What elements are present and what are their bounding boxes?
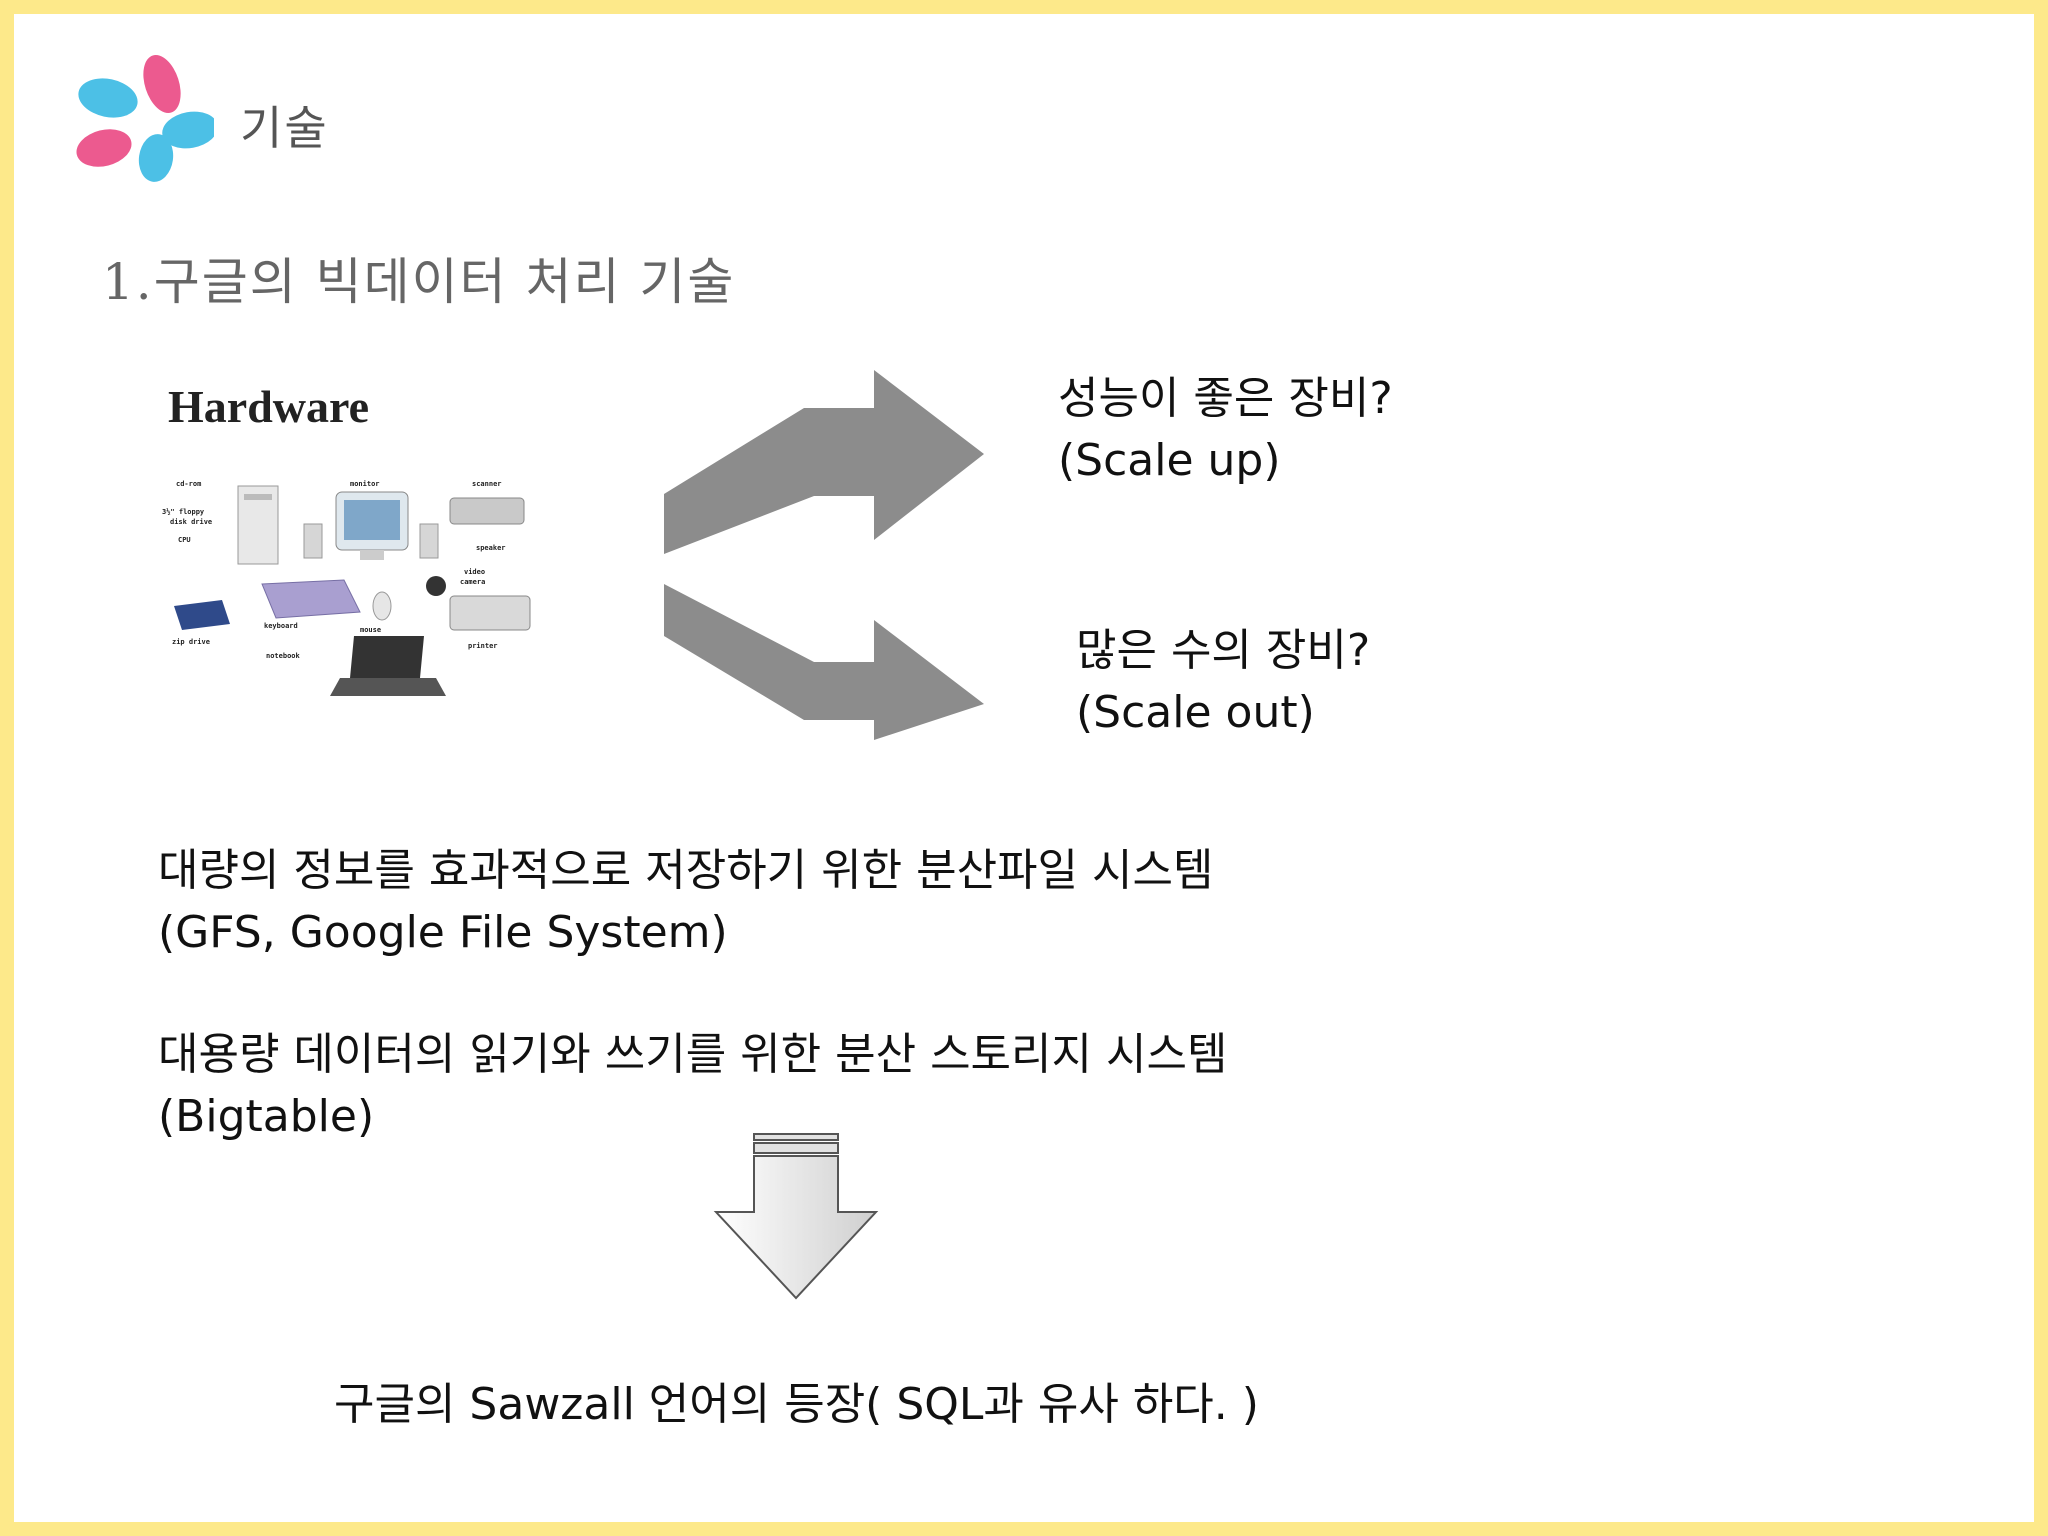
svg-text:CPU: CPU xyxy=(178,536,191,544)
hardware-devices-icon: cd-rom 3½" floppy disk drive CPU monitor… xyxy=(162,480,531,696)
hardware-label: Hardware xyxy=(168,381,370,432)
svg-text:zip drive: zip drive xyxy=(172,638,210,646)
tech-gfs: 대량의 정보를 효과적으로 저장하기 위한 분산파일 시스템 (GFS, Goo… xyxy=(158,840,1213,964)
down-arrow-icon xyxy=(713,1133,879,1300)
tech-bigtable-line2: (Bigtable) xyxy=(158,1091,375,1142)
svg-text:disk drive: disk drive xyxy=(170,518,212,526)
svg-text:speaker: speaker xyxy=(476,544,506,552)
tech-gfs-line1: 대량의 정보를 효과적으로 저장하기 위한 분산파일 시스템 xyxy=(158,845,1214,896)
svg-text:cd-rom: cd-rom xyxy=(176,480,201,488)
svg-text:3½" floppy: 3½" floppy xyxy=(162,508,205,516)
svg-text:scanner: scanner xyxy=(472,480,502,488)
svg-text:notebook: notebook xyxy=(266,652,301,660)
fork-arrow-icon xyxy=(664,370,984,740)
tech-gfs-line2: (GFS, Google File System) xyxy=(158,907,728,958)
svg-text:mouse: mouse xyxy=(360,626,381,634)
option-scale-out-line2: (Scale out) xyxy=(1076,687,1315,738)
option-scale-out-line1: 많은 수의 장비? xyxy=(1076,625,1371,676)
hardware-illustration: Hardware xyxy=(154,374,574,724)
svg-text:monitor: monitor xyxy=(350,480,380,488)
tech-bigtable-line1: 대용량 데이터의 읽기와 쓰기를 위한 분산 스토리지 시스템 xyxy=(158,1029,1228,1080)
option-scale-up: 성능이 좋은 장비? (Scale up) xyxy=(1058,368,1393,492)
option-scale-up-line1: 성능이 좋은 장비? xyxy=(1058,373,1393,424)
conclusion-text: 구글의 Sawzall 언어의 등장( SQL과 유사 하다. ) xyxy=(334,1379,1259,1430)
svg-text:keyboard: keyboard xyxy=(264,622,298,630)
svg-text:printer: printer xyxy=(468,642,498,650)
section-title: 1.구글의 빅데이터 처리 기술 xyxy=(102,253,736,311)
svg-text:camera: camera xyxy=(460,578,485,586)
header-title: 기술 xyxy=(240,101,329,155)
option-scale-up-line2: (Scale up) xyxy=(1058,435,1281,486)
svg-text:video: video xyxy=(464,568,485,576)
option-scale-out: 많은 수의 장비? (Scale out) xyxy=(1076,620,1370,744)
tech-bigtable: 대용량 데이터의 읽기와 쓰기를 위한 분산 스토리지 시스템 (Bigtabl… xyxy=(158,1024,1227,1148)
flower-logo-icon xyxy=(76,54,214,182)
